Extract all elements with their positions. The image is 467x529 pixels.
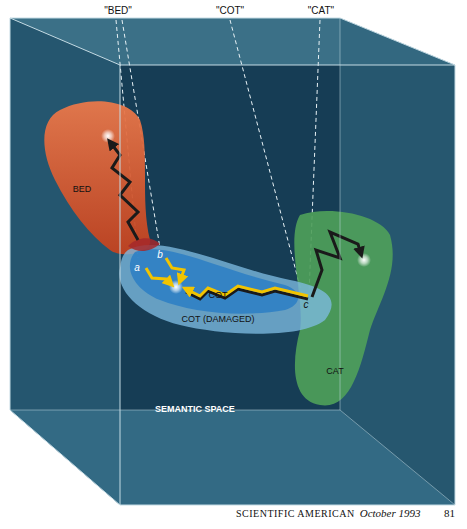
path-letter: b [157,249,163,260]
bed-region [44,101,150,254]
word-label: "CAT" [308,5,334,16]
region-overlap [128,238,160,251]
journal-name: SCIENTIFIC AMERICAN [236,508,355,519]
cube-edges [10,18,455,505]
word-label: "COT" [216,5,244,16]
region-label: CAT [324,366,345,379]
issue-date: October 1993 [360,507,421,519]
region-label: COT [207,290,230,303]
word-label: "BED" [104,5,132,16]
cot-damaged-region [119,245,331,334]
path-letter: c [304,299,309,310]
region-name: COT (DAMAGED) [180,314,257,325]
trajectories [110,142,361,299]
region-label: COT (DAMAGED)COT [180,314,257,327]
space-label: SEMANTIC SPACE [155,405,235,415]
cot-region [130,249,298,313]
page-number: 81 [444,507,455,519]
region-name: COT [207,290,230,301]
path-letter: a [134,262,140,273]
attractor [101,129,115,143]
region-label: BED [71,184,94,197]
region-name: CAT [324,366,345,377]
right-wall [340,18,455,505]
attractor [357,253,371,267]
region-name: BED [71,184,94,195]
cube-interior [10,18,455,505]
